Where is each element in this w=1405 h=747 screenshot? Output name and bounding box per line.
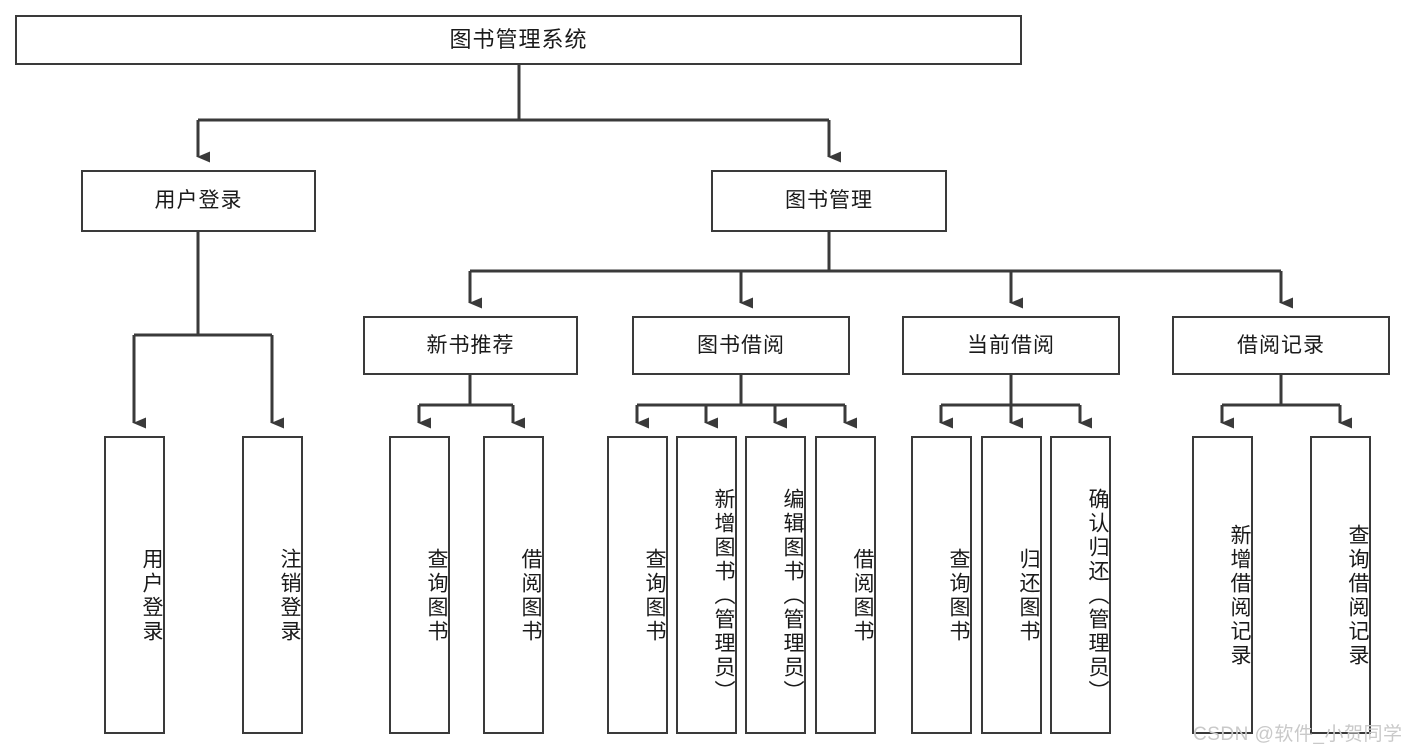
node-label: 图书管理 [785, 189, 873, 213]
node-label: 图书借阅 [697, 333, 785, 357]
node-label: 新增图书（管理员） [712, 488, 735, 704]
leaf-confirm-return-admin[interactable]: 确认归还（管理员） [1050, 436, 1111, 734]
node-label: 查询图书 [947, 548, 970, 644]
leaf-query-books-borrow[interactable]: 查询图书 [607, 436, 668, 734]
node-new-book-recommend[interactable]: 新书推荐 [363, 316, 578, 375]
leaf-return-books[interactable]: 归还图书 [981, 436, 1042, 734]
node-user-login[interactable]: 用户登录 [81, 170, 316, 232]
node-label: 图书管理系统 [449, 26, 588, 52]
node-root-system[interactable]: 图书管理系统 [15, 15, 1022, 65]
node-label: 用户登录 [154, 189, 243, 213]
node-label: 借阅图书 [851, 548, 874, 644]
node-label: 新增借阅记录 [1228, 524, 1251, 668]
node-label: 借阅记录 [1237, 333, 1325, 357]
leaf-logout[interactable]: 注销登录 [242, 436, 303, 734]
leaf-edit-book-admin[interactable]: 编辑图书（管理员） [745, 436, 806, 734]
node-label: 用户登录 [140, 548, 163, 644]
node-book-borrow[interactable]: 图书借阅 [632, 316, 850, 375]
node-current-borrow[interactable]: 当前借阅 [902, 316, 1120, 375]
leaf-borrow-books-recommend[interactable]: 借阅图书 [483, 436, 544, 734]
node-label: 借阅图书 [519, 548, 542, 644]
node-label: 查询借阅记录 [1346, 524, 1369, 668]
csdn-watermark: CSDN @软件_小贺同学 [1193, 724, 1403, 745]
node-label: 编辑图书（管理员） [781, 488, 804, 704]
node-label: 查询图书 [643, 548, 666, 644]
node-label: 确认归还（管理员） [1086, 488, 1109, 704]
leaf-query-books-current[interactable]: 查询图书 [911, 436, 972, 734]
node-label: 注销登录 [278, 548, 301, 644]
leaf-query-borrow-record[interactable]: 查询借阅记录 [1310, 436, 1371, 734]
node-label: 查询图书 [425, 548, 448, 644]
node-borrow-records[interactable]: 借阅记录 [1172, 316, 1390, 375]
leaf-add-book-admin[interactable]: 新增图书（管理员） [676, 436, 737, 734]
leaf-borrow-books[interactable]: 借阅图书 [815, 436, 876, 734]
node-book-management[interactable]: 图书管理 [711, 170, 947, 232]
leaf-user-login[interactable]: 用户登录 [104, 436, 165, 734]
node-label: 新书推荐 [426, 333, 515, 357]
leaf-add-borrow-record[interactable]: 新增借阅记录 [1192, 436, 1253, 734]
node-label: 当前借阅 [967, 333, 1055, 357]
leaf-query-books-recommend[interactable]: 查询图书 [389, 436, 450, 734]
node-label: 归还图书 [1017, 548, 1040, 644]
